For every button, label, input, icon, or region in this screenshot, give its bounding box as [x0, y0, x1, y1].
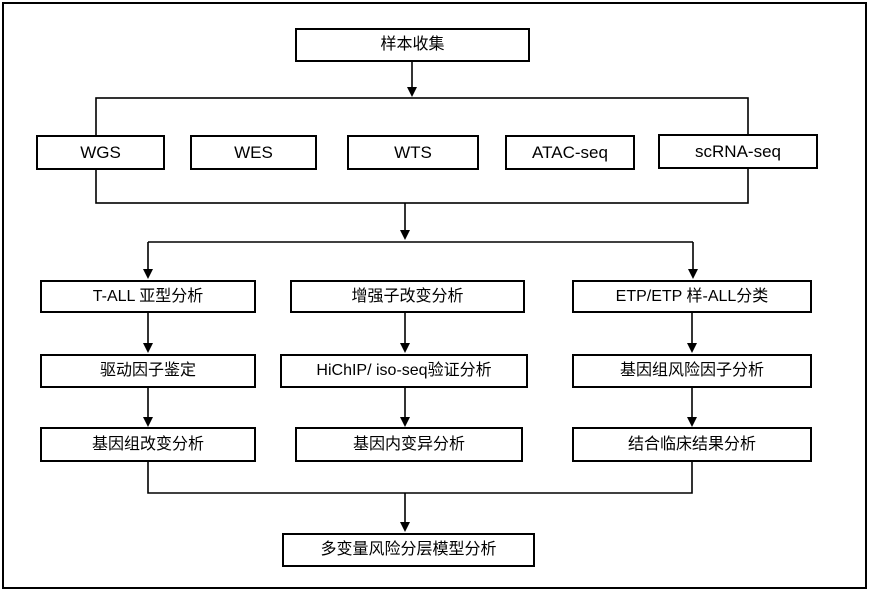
node-clinical-outcome-analysis: 结合临床结果分析 — [572, 427, 812, 462]
node-atac-seq: ATAC-seq — [505, 135, 635, 170]
node-genomic-risk-factor-analysis: 基因组风险因子分析 — [572, 354, 812, 388]
node-hichip-isoseq-validation: HiChIP/ iso-seq验证分析 — [280, 354, 528, 388]
node-wts: WTS — [347, 135, 479, 170]
node-tall-subtype-analysis: T-ALL 亚型分析 — [40, 280, 256, 313]
node-etp-classification: ETP/ETP 样-ALL分类 — [572, 280, 812, 313]
node-wgs: WGS — [36, 135, 165, 170]
node-wes: WES — [190, 135, 317, 170]
node-genomic-alteration-analysis: 基因组改变分析 — [40, 427, 256, 462]
node-driver-identification: 驱动因子鉴定 — [40, 354, 256, 388]
node-enhancer-alteration-analysis: 增强子改变分析 — [290, 280, 525, 313]
connector-collector-line — [147, 462, 693, 494]
node-scrna-seq: scRNA-seq — [658, 134, 818, 169]
node-multivariate-risk-model: 多变量风险分层模型分析 — [282, 533, 535, 567]
node-intragenic-variant-analysis: 基因内变异分析 — [295, 427, 523, 462]
node-sample-collection: 样本收集 — [295, 28, 530, 62]
